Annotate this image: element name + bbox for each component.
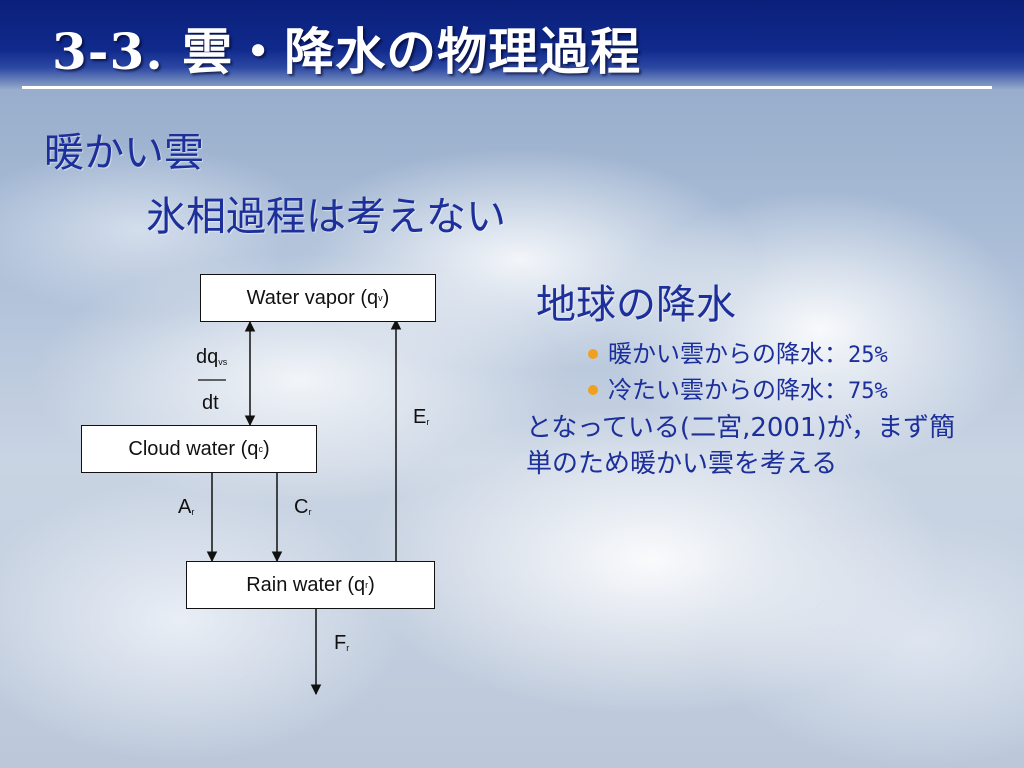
dq-text: dq bbox=[196, 346, 219, 368]
bullet-dot-icon bbox=[588, 349, 598, 359]
dq-numerator: dqvs bbox=[196, 346, 227, 369]
label-c-text: C bbox=[294, 496, 309, 518]
explanation-note: となっている(二宮,2001)が，まず簡 単のため暖かい雲を考える bbox=[526, 410, 1006, 482]
label-f-text: F bbox=[334, 632, 347, 654]
bullet-value: 75% bbox=[848, 379, 888, 404]
bullet-dot-icon bbox=[588, 385, 598, 395]
dq-denominator: dt bbox=[202, 392, 219, 414]
dq-subscript: vs bbox=[218, 357, 228, 367]
rain-water-close: ) bbox=[368, 573, 375, 596]
label-c-subscript: r bbox=[308, 507, 312, 517]
cloud-water-subscript: c bbox=[258, 444, 263, 454]
bullet-warm-cloud: 暖かい雲からの降水：25% bbox=[588, 336, 888, 372]
cloud-water-label: Cloud water (q bbox=[128, 437, 259, 460]
label-a-text: A bbox=[178, 496, 192, 518]
label-c: Cr bbox=[294, 496, 311, 519]
bullet-label: 暖かい雲からの降水： bbox=[608, 340, 848, 368]
heading-warm-cloud: 暖かい雲 bbox=[44, 130, 204, 176]
bullet-value: 25% bbox=[848, 343, 888, 368]
title-bar bbox=[0, 0, 1024, 90]
bullet-cold-cloud: 冷たい雲からの降水：75% bbox=[588, 372, 888, 408]
rain-water-label: Rain water (q bbox=[246, 573, 366, 596]
precipitation-bullets: 暖かい雲からの降水：25% 冷たい雲からの降水：75% bbox=[588, 336, 888, 408]
label-f-subscript: r bbox=[346, 643, 350, 653]
cloud-water-close: ) bbox=[262, 437, 270, 460]
label-e-subscript: r bbox=[426, 417, 430, 427]
note-line: となっている(二宮,2001)が，まず簡 bbox=[526, 413, 956, 443]
label-a-subscript: r bbox=[191, 507, 195, 517]
rain-water-subscript: r bbox=[365, 580, 369, 590]
heading-no-ice-process: 氷相過程は考えない bbox=[146, 194, 506, 240]
water-vapor-label: Water vapor (q bbox=[246, 286, 379, 309]
note-line: 単のため暖かい雲を考える bbox=[526, 449, 838, 479]
label-f: Fr bbox=[334, 632, 349, 655]
slide-title: 3-3. 雲・降水の物理過程 bbox=[52, 22, 642, 81]
heading-global-precipitation: 地球の降水 bbox=[536, 282, 736, 328]
label-e-text: E bbox=[413, 406, 427, 428]
title-underline bbox=[22, 86, 992, 89]
water-vapor-subscript: v bbox=[378, 293, 383, 303]
bullet-label: 冷たい雲からの降水： bbox=[608, 376, 848, 404]
label-a: Ar bbox=[178, 496, 194, 519]
label-e: Er bbox=[413, 406, 429, 429]
water-vapor-close: ) bbox=[382, 286, 390, 309]
